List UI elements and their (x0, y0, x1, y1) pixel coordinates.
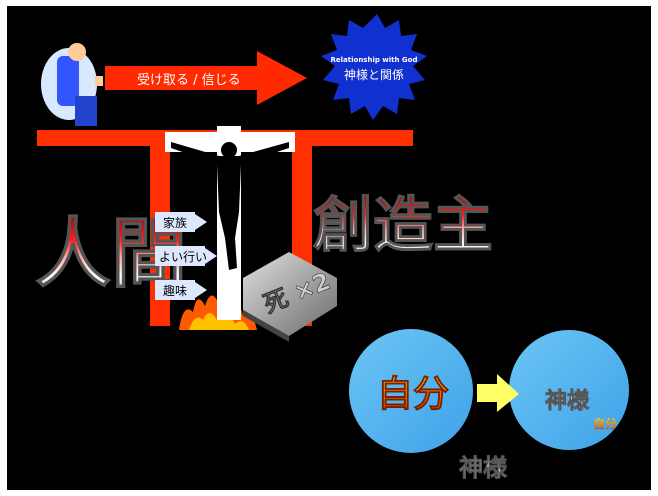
box-hobby (155, 280, 207, 300)
box-family-label: 家族 (163, 215, 187, 230)
creator-word: 創造主 (313, 191, 493, 261)
burst-subtitle: Relationship with God (331, 56, 418, 64)
box-good-deeds (155, 246, 217, 266)
box-family (155, 212, 207, 232)
god-circle (509, 330, 629, 450)
box-good-deeds-label: よい行い (159, 250, 207, 264)
self-circle-main: 自分 (377, 374, 449, 415)
slide: 受け取る / 信じる Relationship with God 神様と関係 人… (7, 6, 651, 490)
yellow-arrow (477, 374, 519, 412)
arrow-label: 受け取る / 信じる (137, 73, 241, 88)
self-circle (349, 329, 473, 453)
god-circle-main: 神様 (545, 388, 590, 414)
relationship-burst (321, 14, 427, 120)
self-circle-sub: 神様 (459, 454, 508, 482)
receive-believe-arrow (105, 51, 307, 105)
cross-image (165, 126, 295, 320)
death-slab (243, 252, 337, 342)
box-hobby-label: 趣味 (163, 283, 187, 298)
god-circle-sub: 自分 (593, 416, 617, 431)
person-icon (41, 43, 103, 126)
burst-title: 神様と関係 (344, 68, 404, 82)
